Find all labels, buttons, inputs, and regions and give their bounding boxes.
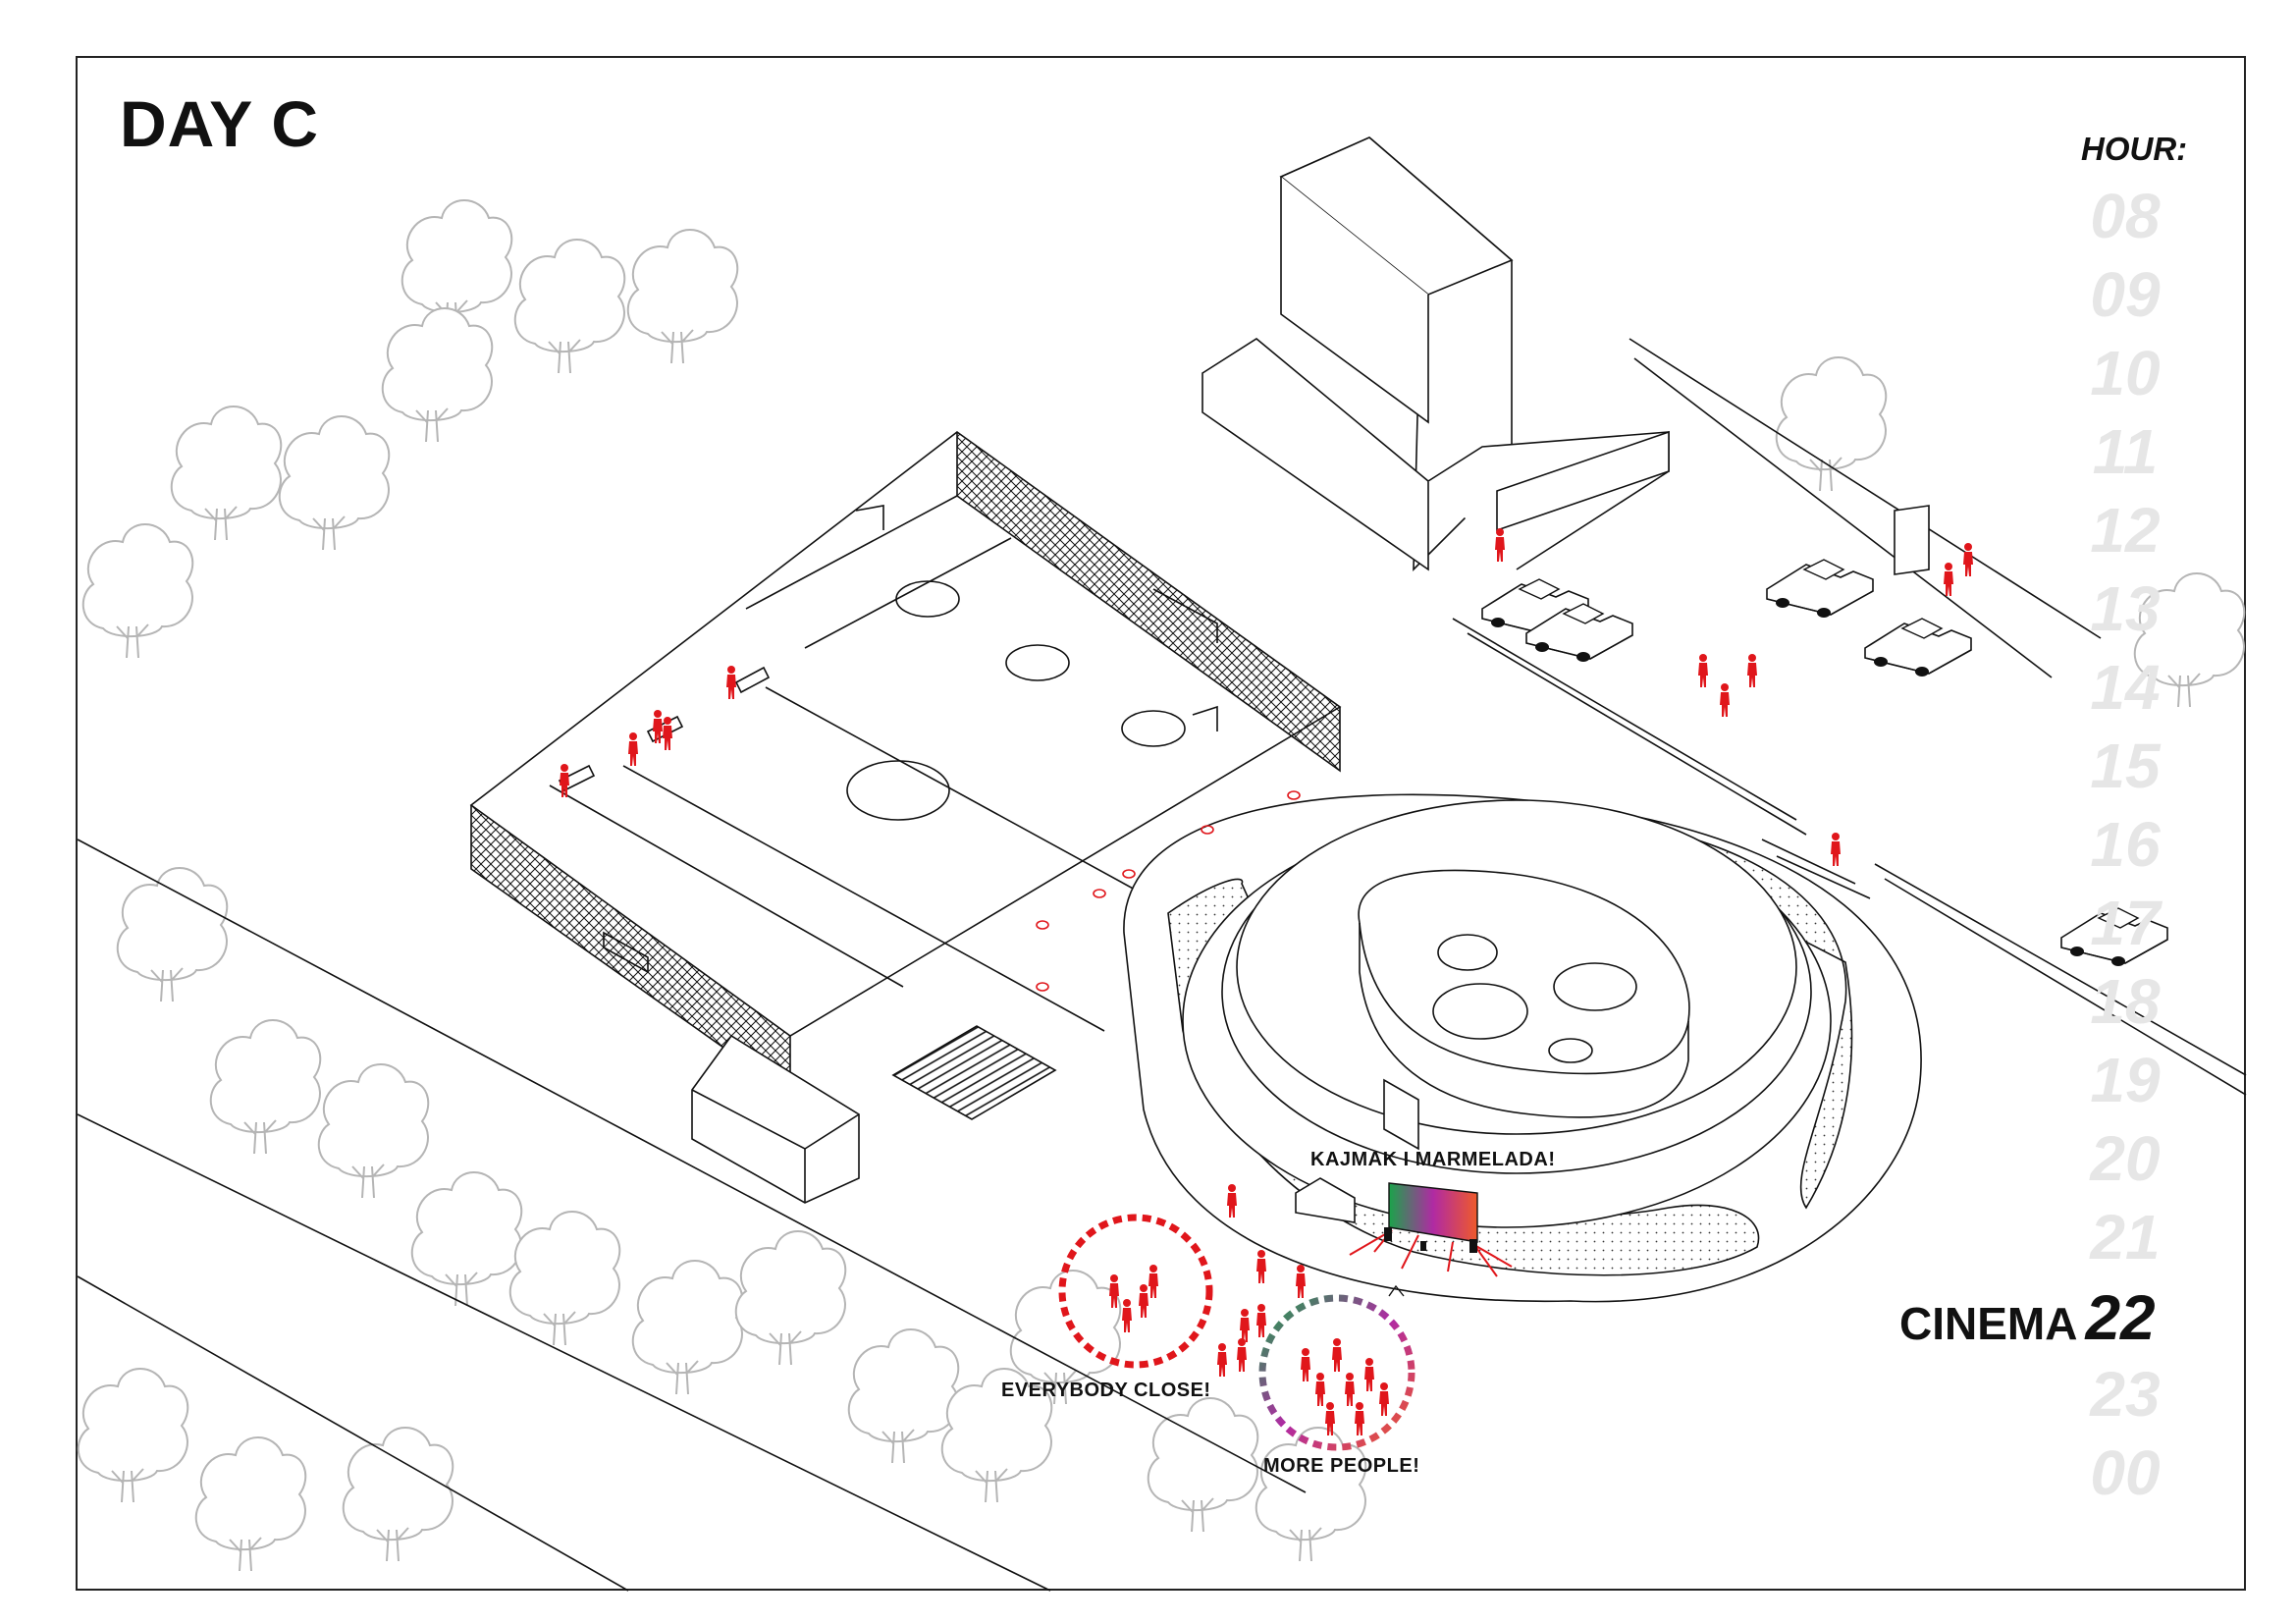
hour-13: 13: [2090, 573, 2161, 644]
grate: [891, 1025, 1057, 1120]
hour-08: 08: [2090, 181, 2161, 251]
page-title: DAY C: [120, 87, 320, 160]
hour-18: 18: [2090, 966, 2161, 1037]
hour-label: HOUR:: [2081, 131, 2188, 167]
church-building: [1201, 136, 1930, 575]
everybody-close-callout: EVERYBODY CLOSE!: [1001, 1380, 1211, 1401]
hour-00: 00: [2090, 1437, 2161, 1508]
hour-11: 11: [2092, 416, 2159, 487]
shed: [691, 1034, 860, 1204]
football-field: [469, 431, 1342, 1097]
hour-14: 14: [2090, 652, 2161, 723]
hour-20: 20: [2090, 1123, 2161, 1194]
hour-17: 17: [2090, 888, 2161, 958]
cones: [1036, 790, 1301, 992]
activity-hour: 22: [2085, 1282, 2156, 1353]
more-people-callout: MORE PEOPLE!: [1263, 1455, 1420, 1477]
hour-15: 15: [2090, 731, 2161, 801]
film-title-callout: KAJMAK I MARMELADA!: [1310, 1149, 1556, 1170]
cinema-screen: [1349, 1182, 1513, 1297]
hour-16: 16: [2090, 809, 2161, 880]
roads: [77, 338, 2247, 1592]
hour-21: 21: [2090, 1202, 2161, 1272]
hour-10: 10: [2090, 338, 2161, 408]
activity-name: CINEMA: [1899, 1298, 2078, 1349]
everybody-close-ring: [1058, 1214, 1213, 1369]
hour-23: 23: [2090, 1359, 2161, 1430]
roundabout-cinema: [1123, 793, 1922, 1303]
more-people-ring: [1258, 1294, 1415, 1451]
hour-09: 09: [2090, 259, 2161, 330]
hour-19: 19: [2090, 1045, 2161, 1115]
drawing-frame: [76, 56, 2246, 1591]
hour-12: 12: [2090, 495, 2161, 566]
